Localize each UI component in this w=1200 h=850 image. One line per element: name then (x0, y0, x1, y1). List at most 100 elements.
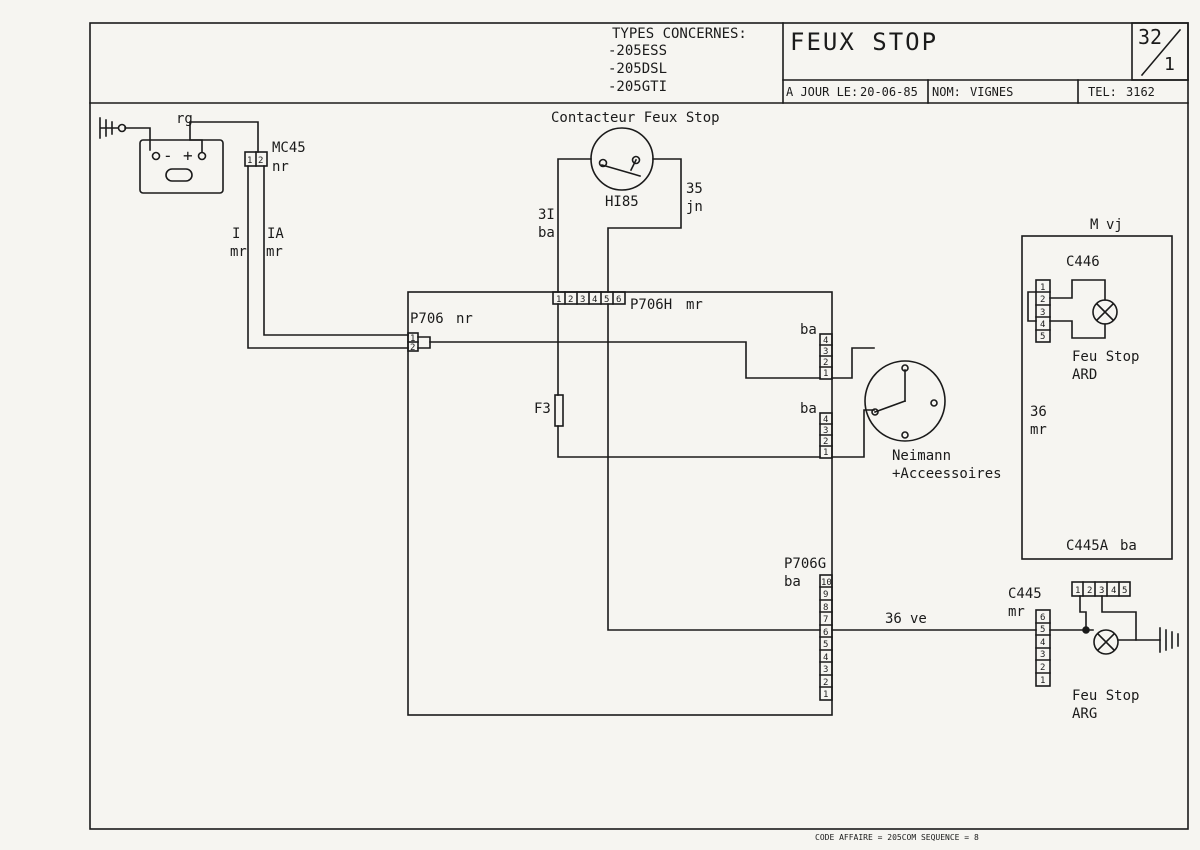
wire-35-internal (607, 303, 821, 631)
wire-36-ve-num: 36 (885, 611, 902, 627)
wire-1a-color: mr (266, 244, 283, 260)
battery (99, 117, 259, 194)
name-label: NOM: (932, 85, 961, 99)
conn-lower-pin-3: 3 (823, 426, 828, 436)
ground-symbol-right (1159, 627, 1179, 653)
p706h-pin-4: 4 (592, 295, 597, 305)
wire-31-ba (557, 158, 592, 293)
lamp-ard-label-1: Feu Stop (1072, 349, 1140, 365)
wire-31-color: ba (538, 225, 555, 241)
c446-loop (1027, 291, 1037, 322)
wire-1a-mr (263, 165, 409, 336)
lamp-ard-wire-bottom (1049, 320, 1106, 339)
c445a-pin-5: 5 (1122, 586, 1127, 596)
p706-color: nr (456, 311, 473, 327)
p706h-pin-2: 2 (568, 295, 573, 305)
c445-color: mr (1008, 604, 1025, 620)
c445a-pin-1: 1 (1075, 586, 1080, 596)
p706h-pin-1: 1 (556, 295, 561, 305)
p706g-connector (819, 574, 833, 701)
wire-1-num: I (232, 226, 241, 242)
conn-upper-pin-2: 2 (823, 358, 828, 368)
rear-light-unit (1021, 235, 1173, 560)
battery-ground-symbol (99, 117, 119, 139)
wire-1-mr (247, 165, 409, 349)
c445a-color: ba (1120, 538, 1137, 554)
lamp-arg-label-2: ARG (1072, 706, 1098, 722)
c446-label: C446 (1066, 254, 1100, 270)
wire-35-color: jn (686, 199, 703, 215)
sheet-title: FEUX STOP (790, 28, 939, 56)
p706g-pin-1: 1 (823, 690, 828, 700)
neiman-label-1: Neimann (892, 448, 952, 464)
conn-upper (819, 333, 833, 380)
conn-lower-pin-4: 4 (823, 415, 828, 425)
type-205ess: -205ESS (608, 43, 668, 59)
rear-unit-label: M (1090, 217, 1099, 233)
c446-pin-3: 3 (1040, 308, 1045, 318)
wire-p706-to-upper (429, 341, 821, 379)
p706-pin-2: 2 (410, 343, 415, 353)
p706-label: P706 (410, 311, 444, 327)
wire-to-neiman-bottom (831, 409, 875, 458)
c445a-pin-3: 3 (1099, 586, 1104, 596)
wire-36-ve-color: ve (910, 611, 927, 627)
c446-pin-1: 1 (1040, 283, 1045, 293)
lamp-ard-label-2: ARD (1072, 367, 1098, 383)
neiman-label-2: +Acceessoires (892, 466, 1002, 482)
conn-lower-pin-1: 1 (823, 448, 828, 458)
type-205gti: -205GTI (608, 79, 668, 95)
c445-pin-1: 1 (1040, 676, 1045, 686)
type-205dsl: -205DSL (608, 61, 668, 77)
fuse-f3 (554, 394, 564, 427)
p706g-label: P706G (784, 556, 827, 572)
lamp-arg-wire-left (1079, 595, 1094, 631)
c445a-connector (1071, 581, 1131, 597)
sheet-border (89, 22, 1189, 830)
conn-upper-pin-3: 3 (823, 347, 828, 357)
tel-label: TEL: (1088, 85, 1117, 99)
p706h-pin-3: 3 (580, 295, 585, 305)
conn-upper-pin-1: 1 (823, 369, 828, 379)
c445-pin-3: 3 (1040, 650, 1045, 660)
neiman-switch (864, 360, 946, 442)
mc45-pin-1: 1 (247, 156, 252, 166)
p706-pin-1: 1 (410, 334, 415, 344)
c445-connector (1035, 609, 1051, 687)
mc45-color: nr (272, 159, 289, 175)
switch-label: Contacteur Feux Stop (551, 110, 720, 126)
mc45-connector (244, 151, 268, 167)
p706h-pin-5: 5 (604, 295, 609, 305)
wire-f3-out (557, 425, 821, 458)
wire-35-num: 35 (686, 181, 703, 197)
lamp-ard-icon (1092, 299, 1118, 325)
lamp-arg-wire-right (1101, 595, 1137, 641)
p706g-pin-3: 3 (823, 665, 828, 675)
conn-lower-color: ba (800, 401, 817, 417)
battery-pos-sign: + (183, 146, 193, 165)
conn-upper-pin-4: 4 (823, 336, 828, 346)
c446-connector (1035, 279, 1051, 343)
wire-31-num: 3I (538, 207, 555, 223)
conn-upper-color: ba (800, 322, 817, 338)
lamp-ard-wire-top (1049, 279, 1106, 301)
p706g-pin-8: 8 (823, 603, 828, 613)
p706h-pin-6: 6 (616, 295, 621, 305)
sheet-subnumber: 1 (1164, 54, 1175, 75)
wire-36-mr-num: 36 (1030, 404, 1047, 420)
battery-body (139, 139, 224, 194)
wire-1-color: mr (230, 244, 247, 260)
c445a-label: C445A (1066, 538, 1109, 554)
wire-35-jn (607, 158, 682, 293)
conn-lower (819, 412, 833, 459)
neiman-body (864, 360, 946, 442)
wire-rg-label: rg (176, 111, 193, 127)
battery-neg-sign: - (163, 146, 173, 165)
p706g-pin-4: 4 (823, 653, 828, 663)
p706g-pin-2: 2 (823, 678, 828, 688)
c445-pin-4: 4 (1040, 638, 1045, 648)
p706h-color: mr (686, 297, 703, 313)
fuse-label: F3 (534, 401, 551, 417)
